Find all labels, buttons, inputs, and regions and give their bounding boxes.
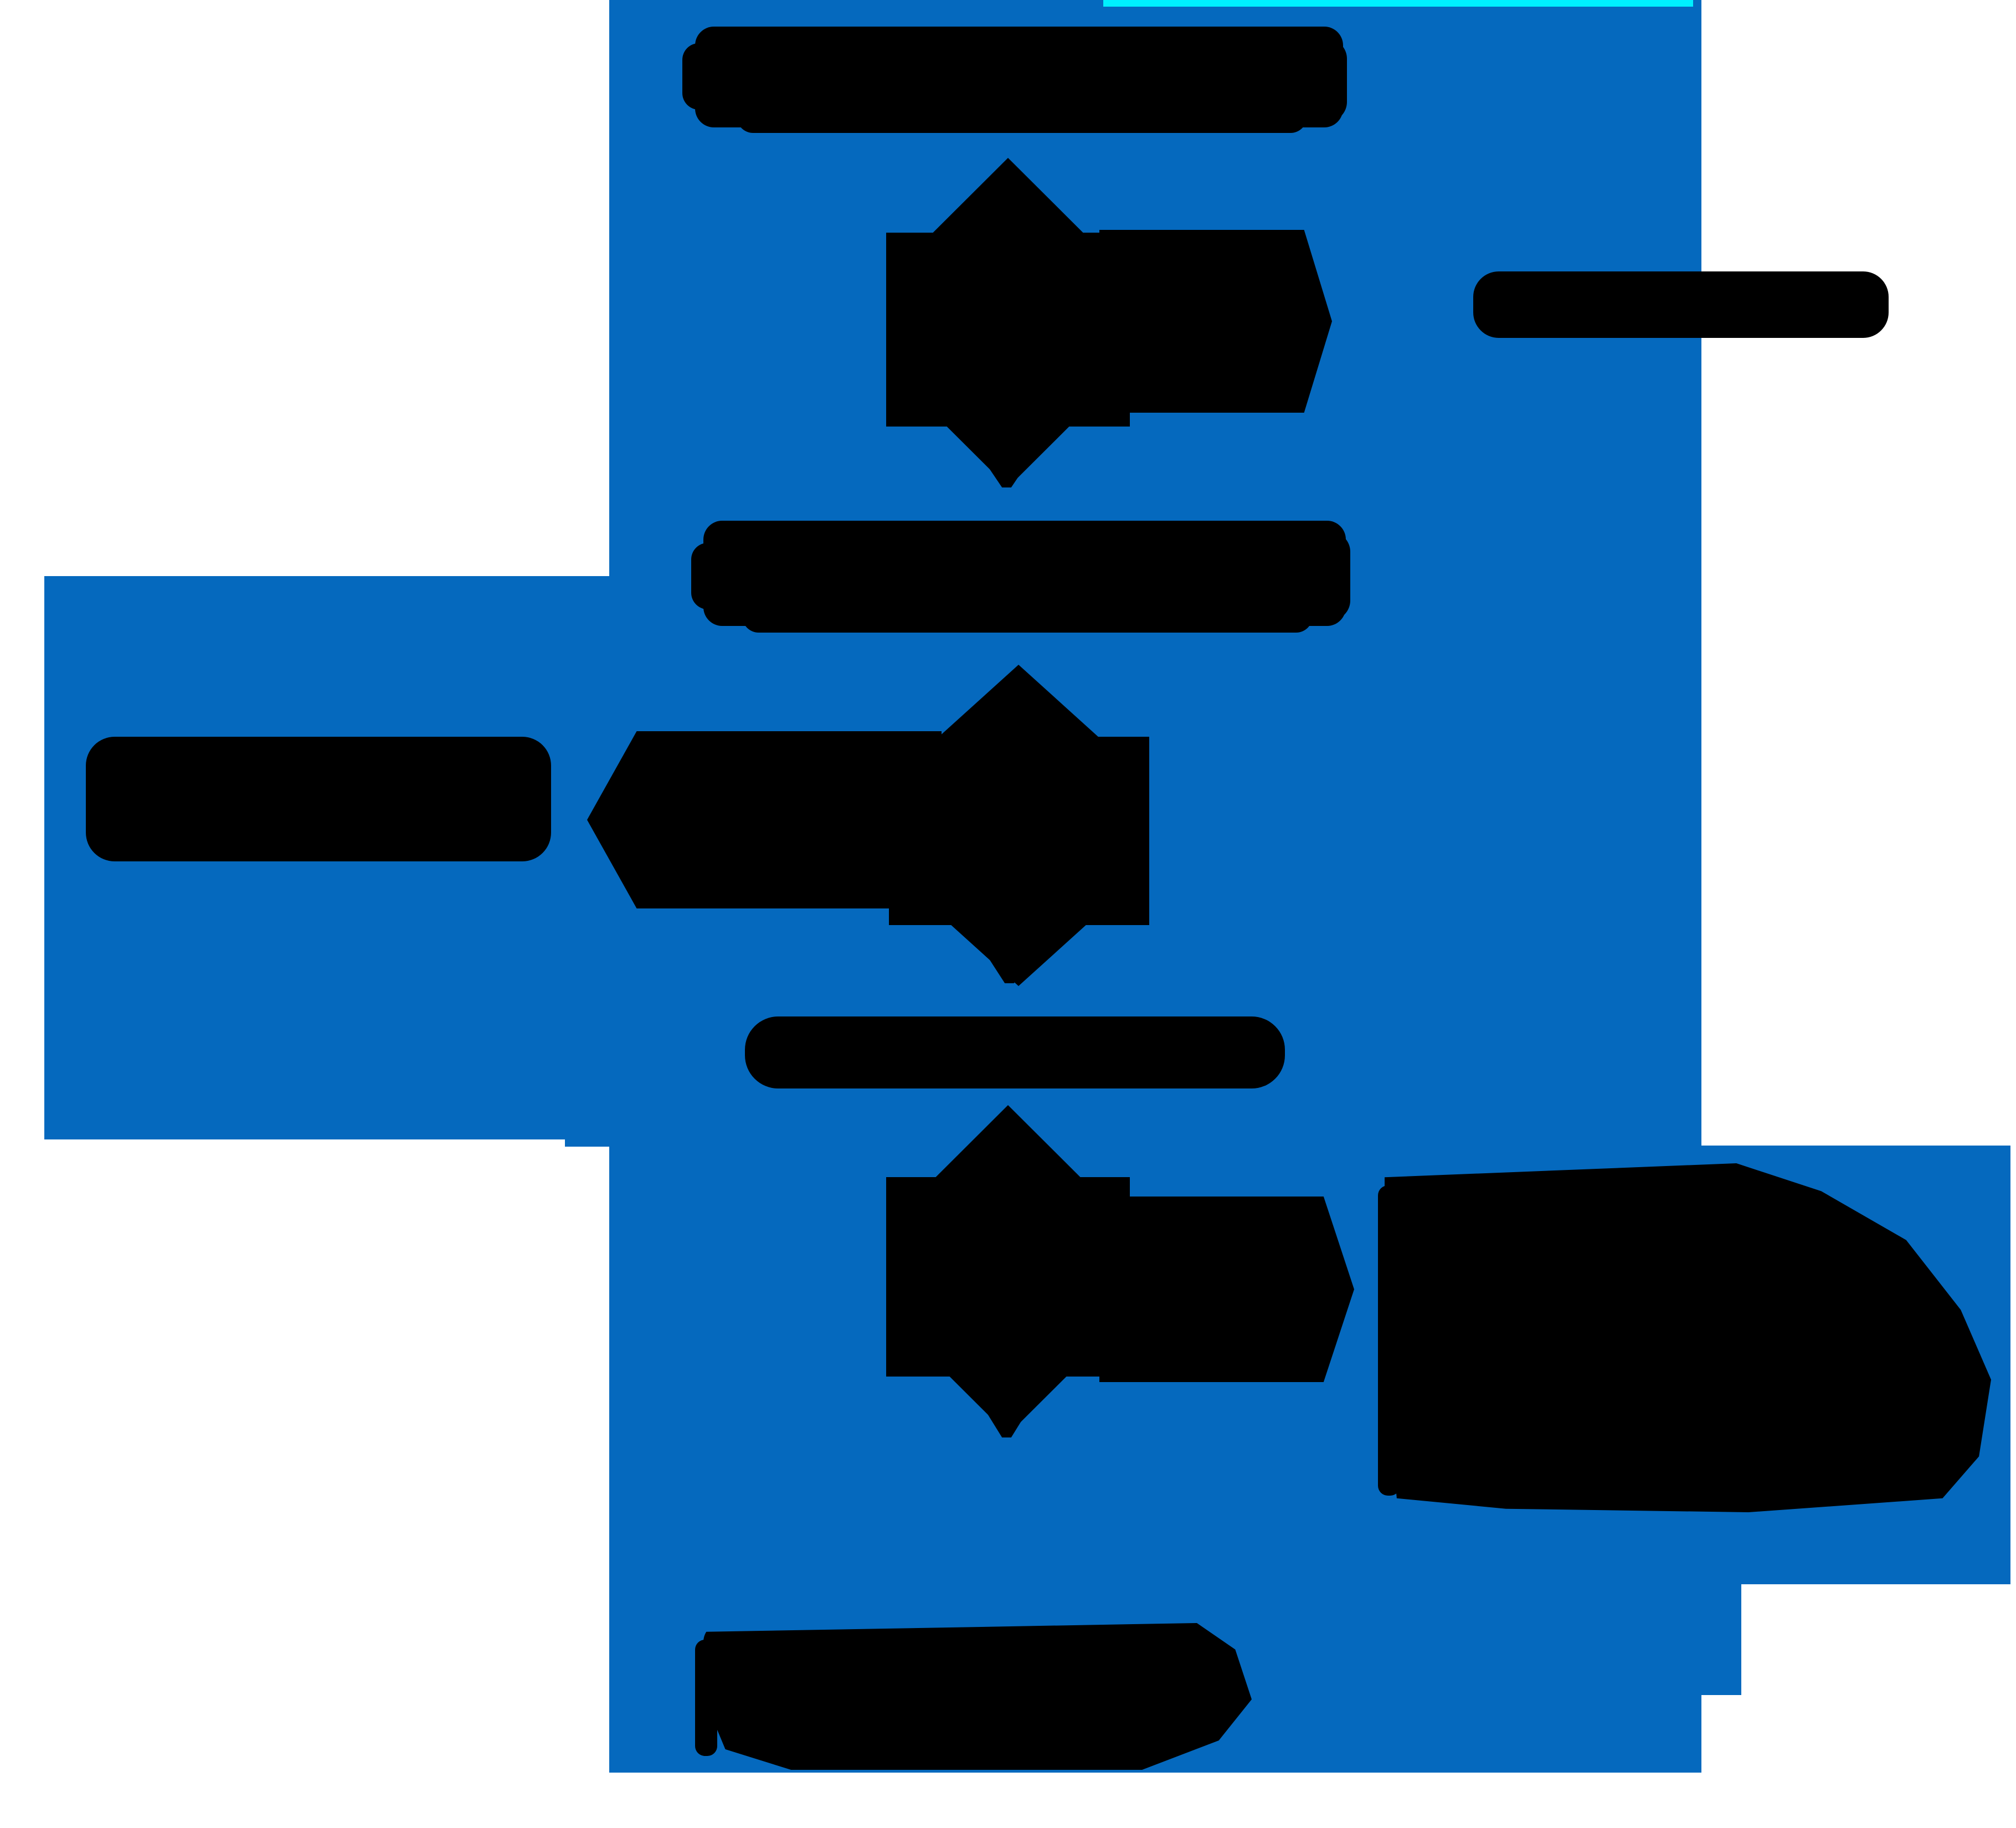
- decision-diamond-3-body: [886, 1177, 1130, 1377]
- detail-block-right-left-edge: [1378, 1185, 1400, 1496]
- process-box-1-edge-br: [737, 100, 1307, 133]
- process-box-3-left-edge: [695, 1640, 717, 1756]
- process-box-3[interactable]: [703, 1623, 1252, 1770]
- process-box-2-edge-br: [742, 598, 1313, 633]
- decision-diamond-1-body: [886, 233, 1130, 427]
- canvas-plate-right-nub: [1701, 1584, 1741, 1695]
- process-box-1-edge-tr: [1302, 39, 1347, 122]
- edge-label-1: [1473, 271, 1889, 338]
- top-highlight-strip: [1103, 0, 1693, 7]
- connector-arrow-1-right: [1099, 230, 1332, 413]
- connector-arrow-3-right: [1099, 1197, 1354, 1382]
- edge-label-3: [745, 1016, 1285, 1088]
- canvas-plate-notch: [565, 576, 610, 1147]
- process-box-2-edge-tr: [1307, 532, 1350, 620]
- connector-arrow-2-left: [587, 731, 942, 908]
- process-box-2-edge-tl: [691, 543, 724, 609]
- process-box-1-edge-tl: [682, 43, 716, 110]
- edge-label-2: [86, 737, 551, 861]
